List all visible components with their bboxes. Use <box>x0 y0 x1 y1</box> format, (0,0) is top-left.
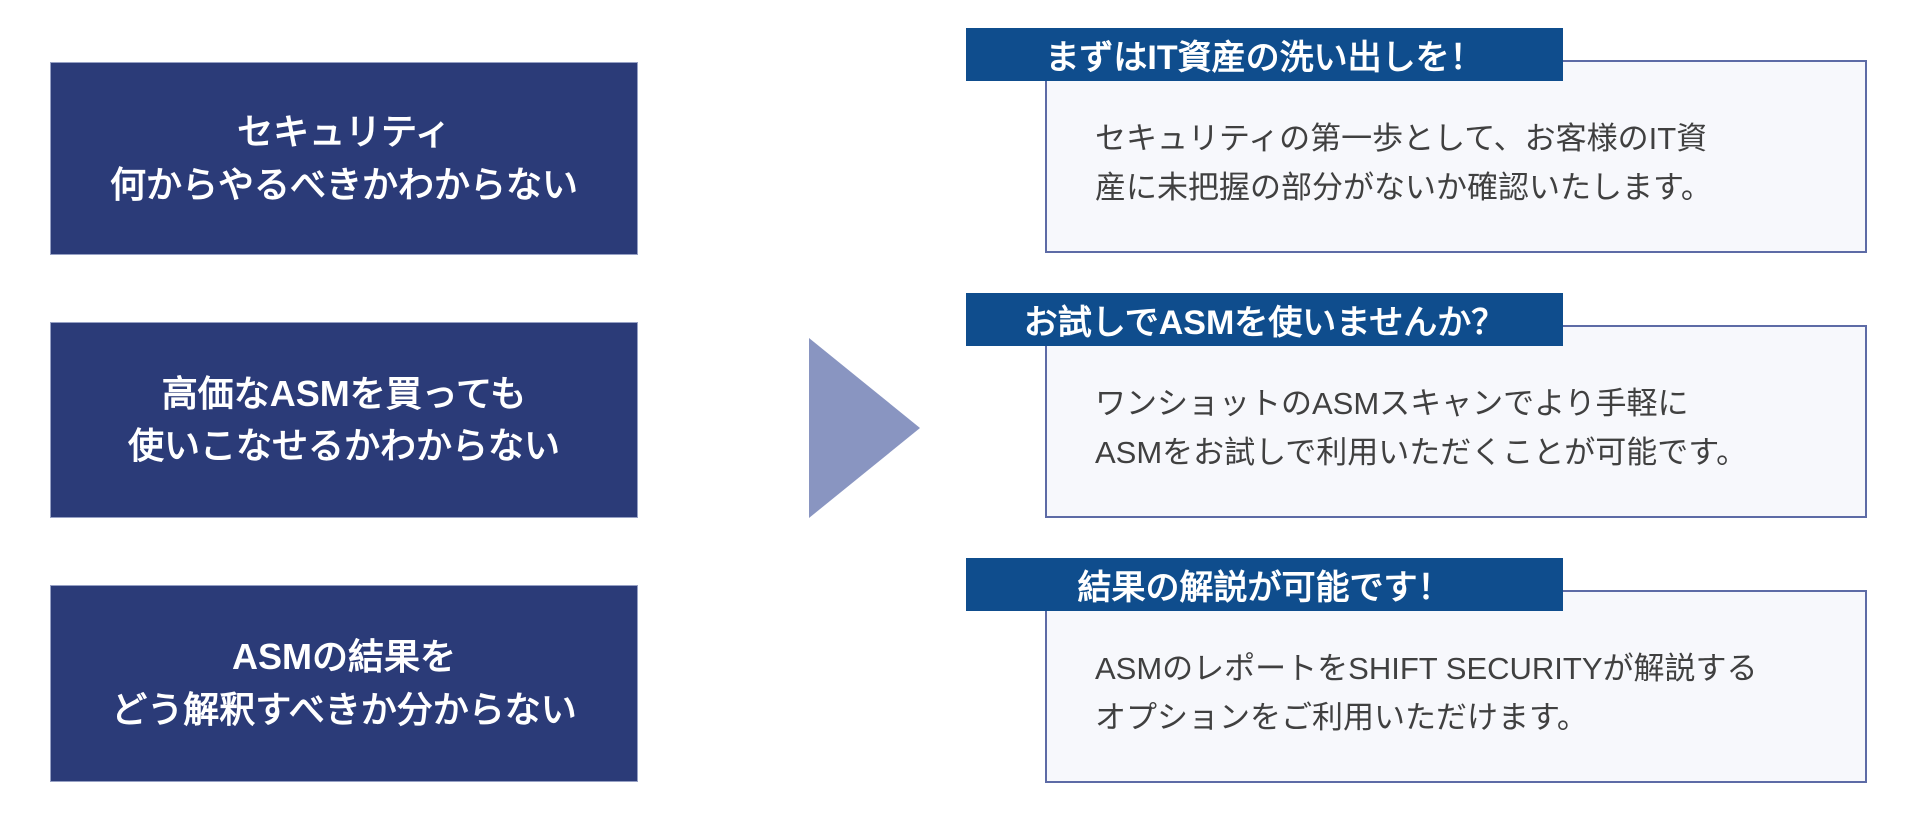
solution-header-it-assets: まずはIT資産の洗い出しを！ <box>966 28 1563 81</box>
solution-header-trial-asm: お試しでASMを使いませんか？ <box>966 293 1563 346</box>
pain-point-line: ASMの結果を <box>232 636 456 678</box>
solution-body-result-explanation: ASMのレポートをSHIFT SECURITYが解説する オプションをご利用いた… <box>1045 590 1867 783</box>
pain-point-line: 高価なASMを買っても <box>161 372 527 414</box>
pain-point-line: 使いこなせるかわからない <box>127 425 560 466</box>
solution-body-line: ワンショットのASMスキャンでより手軽に <box>1095 386 1689 422</box>
pain-point-box-expensive-asm: 高価なASMを買っても 使いこなせるかわからない <box>50 322 638 518</box>
solution-body-it-assets: セキュリティの第一歩として、お客様のIT資 産に未把握の部分がないか確認いたしま… <box>1045 60 1867 253</box>
solution-body-trial-asm: ワンショットのASMスキャンでより手軽に ASMをお試しで利用いただくことが可能… <box>1045 325 1867 518</box>
pain-point-box-security: セキュリティ 何からやるべきかわからない <box>50 62 638 255</box>
solution-header-label: 結果の解説が可能です！ <box>1077 569 1452 607</box>
solution-body-line: 産に未把握の部分がないか確認いたします。 <box>1095 169 1712 205</box>
solution-header-result-explanation: 結果の解説が可能です！ <box>966 558 1563 611</box>
solution-body-line: ASMのレポートをSHIFT SECURITYが解説する <box>1095 651 1758 687</box>
pain-point-box-asm-results: ASMの結果を どう解釈すべきか分からない <box>50 585 638 782</box>
right-arrow-icon <box>809 338 920 518</box>
solution-body-line: オプションをご利用いただけます。 <box>1095 699 1588 735</box>
solution-body-line: ASMをお試しで利用いただくことが可能です。 <box>1095 434 1748 470</box>
pain-point-line: 何からやるべきかわからない <box>109 163 578 205</box>
solution-body-line: セキュリティの第一歩として、お客様のIT資 <box>1095 121 1708 157</box>
pain-point-line: どう解釈すべきか分からない <box>111 688 577 730</box>
solution-header-label: まずはIT資産の洗い出しを！ <box>1045 39 1484 77</box>
solution-header-label: お試しでASMを使いませんか？ <box>1023 304 1506 342</box>
pain-point-line: セキュリティ <box>237 111 451 153</box>
